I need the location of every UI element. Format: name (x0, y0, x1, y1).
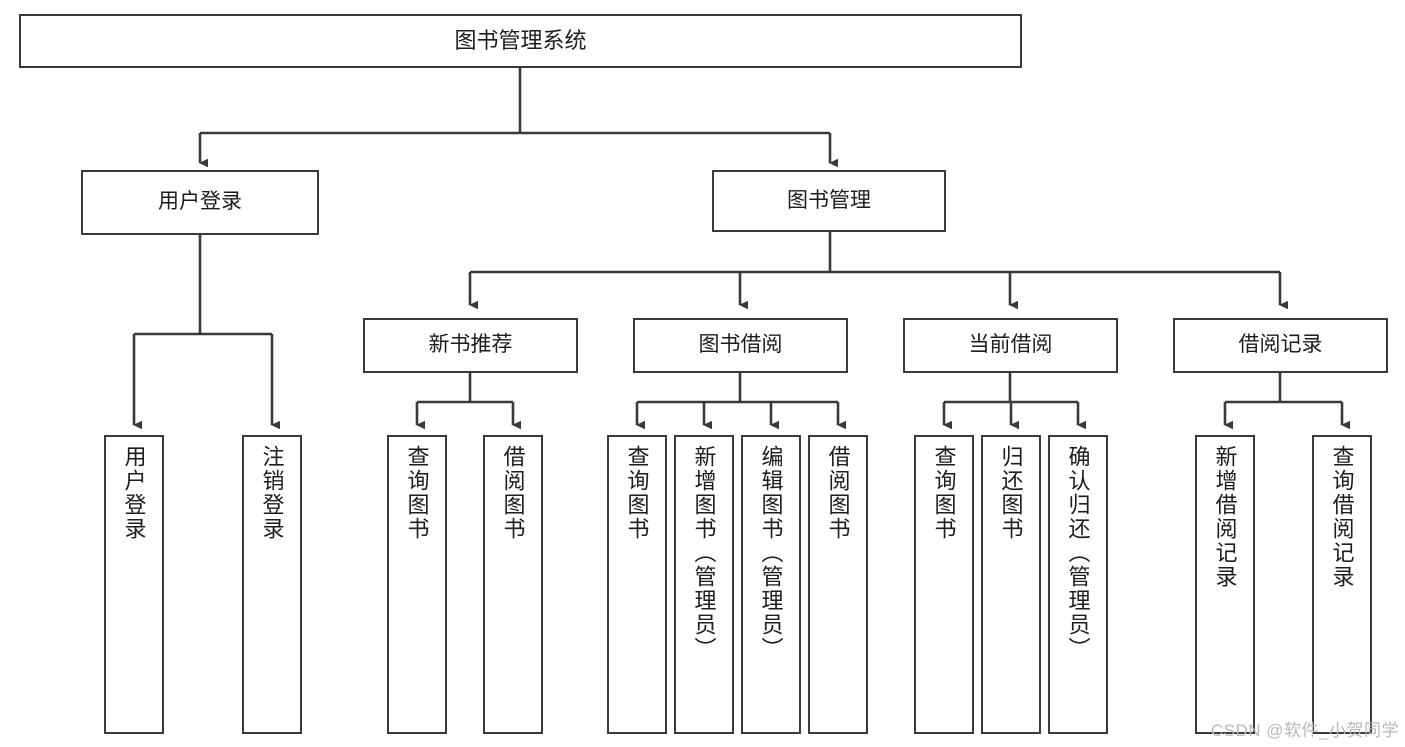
node-label: 借阅记录 (1238, 333, 1323, 357)
node-label: 注销登录 (259, 445, 285, 541)
leaf-user-login[interactable]: 用户登录 (104, 435, 164, 734)
node-label: 用户登录 (121, 445, 147, 541)
node-label: 查询图书 (931, 445, 957, 541)
node-book-borrow[interactable]: 图书借阅 (633, 318, 848, 373)
node-current-borrow[interactable]: 当前借阅 (903, 318, 1118, 373)
node-label: 当前借阅 (968, 333, 1053, 357)
node-label: 新增图书（管理员） (691, 445, 717, 661)
leaf-query-book-3[interactable]: 查询图书 (914, 435, 974, 734)
node-label: 查询图书 (624, 445, 650, 541)
node-label: 用户登录 (158, 190, 242, 214)
node-label: 归还图书 (998, 445, 1024, 541)
node-label: 新增借阅记录 (1212, 445, 1238, 589)
node-label: 新书推荐 (428, 333, 513, 357)
node-user-login[interactable]: 用户登录 (81, 170, 319, 235)
leaf-add-borrow-record[interactable]: 新增借阅记录 (1195, 435, 1255, 734)
csdn-watermark: CSDN @软件_小贺同学 (1210, 721, 1399, 740)
leaf-query-book-1[interactable]: 查询图书 (387, 435, 447, 734)
leaf-borrow-book-2[interactable]: 借阅图书 (808, 435, 868, 734)
leaf-logout-login[interactable]: 注销登录 (242, 435, 302, 734)
node-label: 图书借阅 (698, 333, 783, 357)
leaf-borrow-book-1[interactable]: 借阅图书 (483, 435, 543, 734)
leaf-return-book[interactable]: 归还图书 (981, 435, 1041, 734)
leaf-edit-book[interactable]: 编辑图书（管理员） (741, 435, 801, 734)
leaf-add-book[interactable]: 新增图书（管理员） (674, 435, 734, 734)
node-borrow-record[interactable]: 借阅记录 (1173, 318, 1388, 373)
node-label: 借阅图书 (500, 445, 526, 541)
node-label: 确认归还（管理员） (1065, 445, 1091, 661)
node-label: 图书管理 (787, 188, 871, 212)
leaf-query-borrow-record[interactable]: 查询借阅记录 (1312, 435, 1372, 734)
node-new-book-recommend[interactable]: 新书推荐 (363, 318, 578, 373)
node-root-book-management-system[interactable]: 图书管理系统 (19, 14, 1022, 68)
leaf-query-book-2[interactable]: 查询图书 (607, 435, 667, 734)
node-label: 查询图书 (404, 445, 430, 541)
node-label: 借阅图书 (825, 445, 851, 541)
node-label: 图书管理系统 (454, 28, 587, 54)
node-book-management[interactable]: 图书管理 (712, 170, 946, 232)
node-label: 编辑图书（管理员） (758, 445, 784, 661)
leaf-confirm-return[interactable]: 确认归还（管理员） (1048, 435, 1108, 734)
node-label: 查询借阅记录 (1329, 445, 1355, 589)
